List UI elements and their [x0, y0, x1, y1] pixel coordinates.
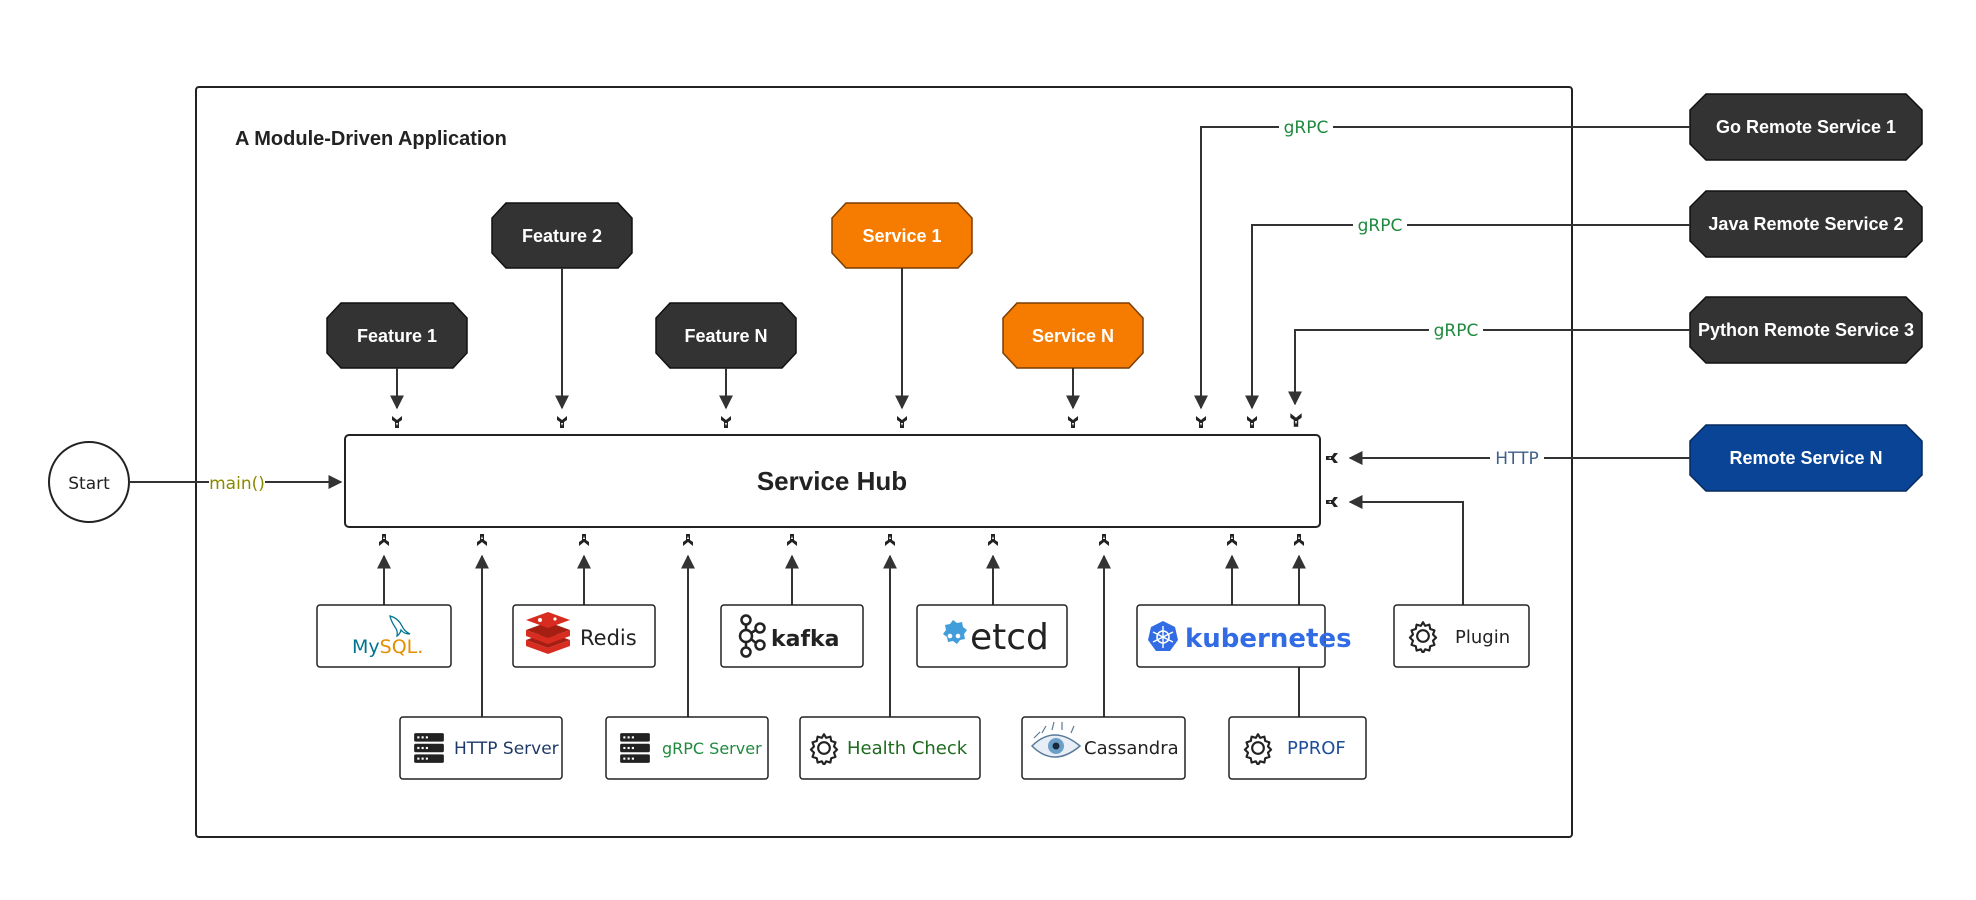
service-n-node[interactable]: Service N: [1002, 302, 1144, 369]
feature-1-label: Feature 1: [357, 326, 437, 346]
redis-label: Redis: [580, 626, 637, 650]
feature-connectors: [390, 268, 1080, 410]
python-grpc-label: gRPC: [1434, 321, 1479, 341]
health-check-component[interactable]: Health Check: [799, 716, 981, 780]
pprof-component[interactable]: PPROF: [1228, 716, 1367, 780]
etcd-component[interactable]: etcd: [916, 604, 1068, 668]
grpc-server-label: gRPC Server: [662, 739, 762, 758]
right-plug-icons: [1326, 453, 1338, 507]
mysql-label: MySQL.: [352, 636, 423, 658]
go-remote-service-label: Go Remote Service 1: [1716, 117, 1896, 137]
grpc-server-component[interactable]: gRPC Server: [605, 716, 769, 780]
start-label: Start: [68, 474, 110, 494]
health-check-label: Health Check: [847, 738, 968, 759]
kafka-component[interactable]: kafka: [720, 604, 864, 668]
kafka-label: kafka: [771, 627, 840, 652]
redis-logo: [526, 612, 570, 654]
cassandra-label: Cassandra: [1084, 738, 1179, 759]
cassandra-component[interactable]: Cassandra: [1021, 716, 1186, 780]
plugin-label: Plugin: [1455, 627, 1510, 648]
python-remote-service-label: Python Remote Service 3: [1698, 320, 1914, 340]
remote-connectors: [1194, 126, 1690, 605]
service-n-label: Service N: [1032, 326, 1114, 346]
java-grpc-label: gRPC: [1358, 216, 1403, 236]
go-remote-service-node[interactable]: Go Remote Service 1: [1689, 93, 1923, 161]
server-icon: [414, 733, 444, 763]
etcd-logo: [943, 620, 967, 644]
main-call-label: main(): [209, 474, 265, 494]
feature-1-node[interactable]: Feature 1: [326, 302, 468, 369]
java-remote-service-label: Java Remote Service 2: [1708, 214, 1903, 234]
server-icon: [620, 733, 650, 763]
kubernetes-component[interactable]: kubernetes: [1136, 604, 1352, 668]
kubernetes-logo: [1148, 621, 1178, 651]
cassandra-eye-logo: [1030, 721, 1082, 758]
start-node[interactable]: Start: [48, 441, 130, 523]
remote-http-label: HTTP: [1495, 449, 1539, 469]
kafka-logo: [738, 614, 766, 658]
remote-service-n-node[interactable]: Remote Service N: [1689, 424, 1923, 492]
mysql-label-my: My: [352, 636, 380, 658]
top-plug-icons: [392, 413, 1302, 428]
etcd-label: etcd: [970, 617, 1049, 658]
feature-n-label: Feature N: [684, 326, 767, 346]
bottom-plug-icons: [379, 534, 1304, 546]
mysql-dolphin-logo: [389, 615, 411, 638]
mysql-label-sql: SQL.: [380, 636, 424, 658]
python-remote-service-node[interactable]: Python Remote Service 3: [1689, 296, 1923, 364]
remote-service-n-label: Remote Service N: [1729, 448, 1882, 468]
pprof-label: PPROF: [1287, 738, 1346, 759]
go-grpc-label: gRPC: [1284, 118, 1329, 138]
http-server-component[interactable]: HTTP Server: [399, 716, 563, 780]
service-hub-label: Service Hub: [757, 466, 907, 496]
kubernetes-label: kubernetes: [1185, 624, 1352, 654]
feature-2-node[interactable]: Feature 2: [491, 202, 633, 269]
feature-2-label: Feature 2: [522, 226, 602, 246]
application-frame: [195, 86, 1573, 838]
service-hub[interactable]: Service Hub: [344, 434, 1321, 528]
service-1-label: Service 1: [862, 226, 941, 246]
mysql-component[interactable]: MySQL.: [316, 604, 452, 668]
application-title: A Module-Driven Application: [235, 128, 507, 150]
plugin-component[interactable]: Plugin: [1393, 604, 1530, 668]
http-server-label: HTTP Server: [454, 739, 559, 759]
java-remote-service-node[interactable]: Java Remote Service 2: [1689, 190, 1923, 258]
feature-n-node[interactable]: Feature N: [655, 302, 797, 369]
service-1-node[interactable]: Service 1: [831, 202, 973, 269]
redis-component[interactable]: Redis: [512, 604, 656, 668]
